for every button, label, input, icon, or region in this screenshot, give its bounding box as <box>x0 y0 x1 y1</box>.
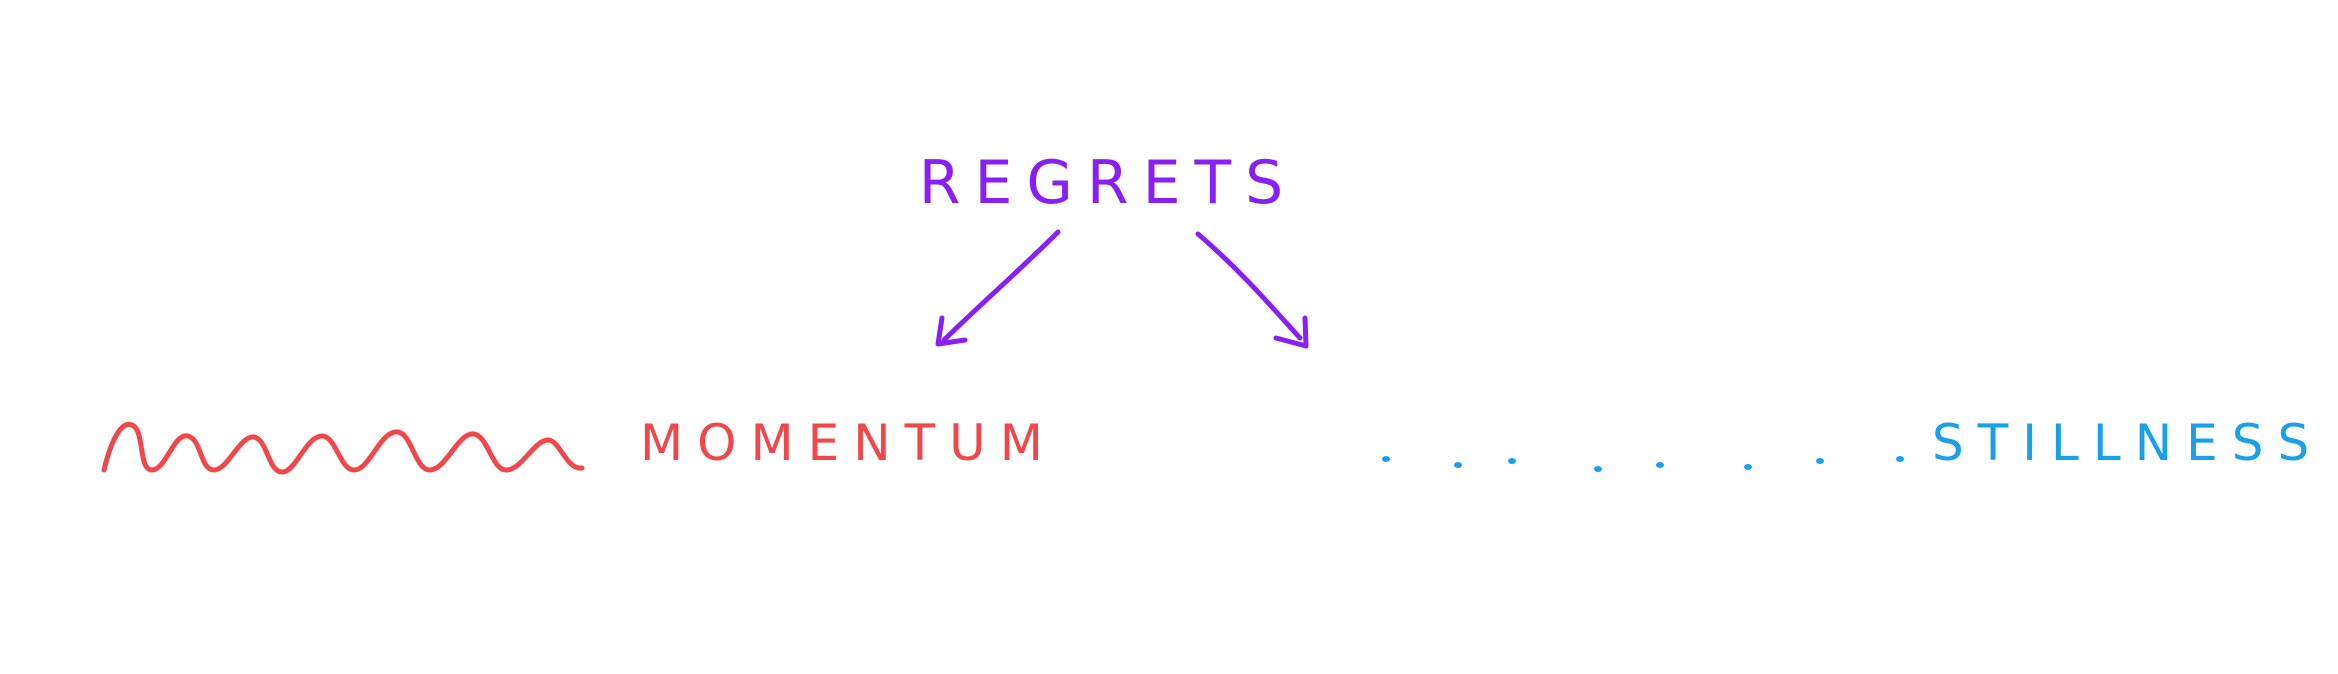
stillness-dot <box>1454 462 1462 468</box>
stillness-dot <box>1656 462 1664 468</box>
stillness-dot <box>1382 456 1390 462</box>
stillness-dot <box>1896 456 1904 462</box>
momentum-wavy-line <box>101 421 585 475</box>
momentum-label: MOMENTUM <box>640 414 1057 472</box>
stillness-dot <box>1508 458 1516 464</box>
arrow-to-stillness <box>1195 231 1309 349</box>
stillness-label: STILLNESS <box>1932 414 2323 472</box>
root-label-regrets: REGRETS <box>919 148 1297 218</box>
stillness-dot <box>1816 458 1824 464</box>
stillness-dotted-line <box>1382 456 1904 472</box>
stillness-dot <box>1594 466 1602 472</box>
stillness-dot <box>1744 464 1752 470</box>
arrow-to-momentum <box>935 229 1061 347</box>
